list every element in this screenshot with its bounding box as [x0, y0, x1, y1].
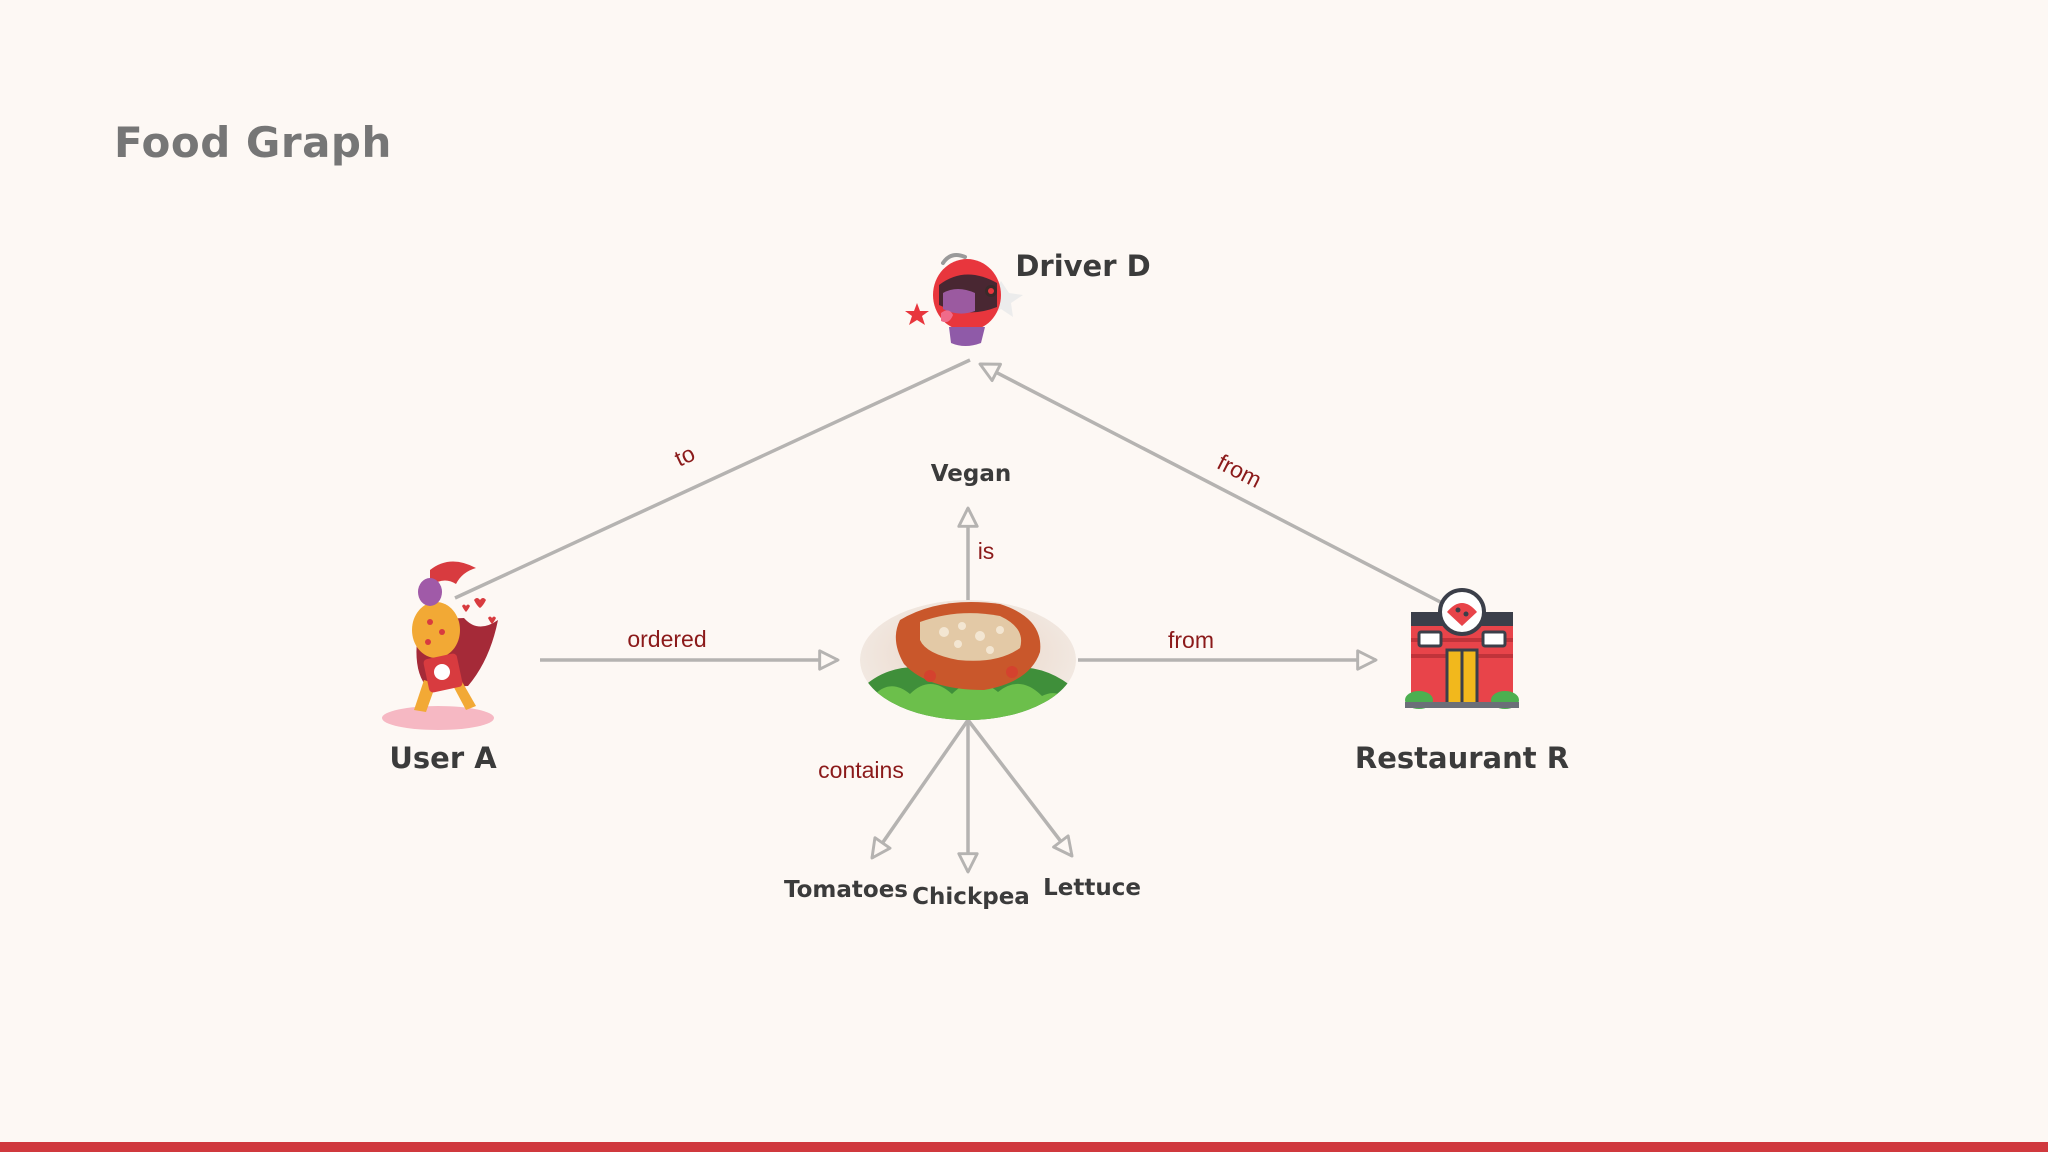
- salad-dish-photo: [860, 600, 1076, 720]
- node-restaurant-label: Restaurant R: [1354, 741, 1570, 775]
- node-user-label: User A: [389, 741, 497, 775]
- edge-label-is: is: [977, 538, 995, 564]
- node-driver-label: Driver D: [1015, 249, 1151, 283]
- page-title: Food Graph: [114, 118, 392, 167]
- graph-edges: [454, 358, 1451, 874]
- edge-label-from-driver: from: [1213, 449, 1266, 493]
- node-vegan-label: Vegan: [930, 461, 1012, 487]
- edge-label-contains: contains: [818, 757, 904, 783]
- node-lettuce-label: Lettuce: [1043, 875, 1141, 901]
- delivery-driver-helmet-icon: [905, 253, 1023, 346]
- restaurant-storefront-icon: [1405, 588, 1519, 709]
- edge-label-from-restaurant: from: [1168, 627, 1214, 653]
- node-chickpea-label: Chickpea: [912, 884, 1030, 910]
- customer-with-shopping-bag-icon: [382, 561, 498, 730]
- edge-contains-lettuce: [966, 718, 1074, 858]
- edge-label-ordered: ordered: [627, 626, 707, 652]
- node-tomatoes-label: Tomatoes: [783, 877, 909, 903]
- edge-label-to: to: [670, 440, 698, 472]
- edge-contains-tomatoes: [870, 719, 970, 860]
- edge-user-to-driver: [454, 358, 971, 600]
- edge-restaurant-to-driver: [978, 362, 1451, 609]
- bottom-accent-bar: [0, 1142, 2048, 1152]
